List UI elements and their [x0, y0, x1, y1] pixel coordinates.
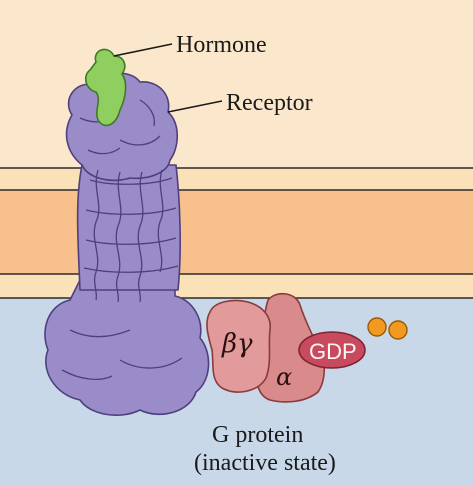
- beta-gamma-label: βγ: [221, 329, 253, 359]
- membrane-core: [0, 190, 473, 274]
- g-protein-state-label: (inactive state): [194, 450, 336, 476]
- g-protein-label: G protein: [212, 422, 303, 448]
- phosphate-1: [368, 318, 386, 336]
- membrane-outer-leaflet: [0, 168, 473, 190]
- alpha-label: α: [276, 363, 292, 391]
- gdp-label: GDP: [309, 339, 357, 364]
- membrane-inner-leaflet: [0, 274, 473, 298]
- hormone-label: Hormone: [176, 32, 267, 58]
- receptor-label: Receptor: [226, 90, 313, 116]
- phosphate-2: [389, 321, 407, 339]
